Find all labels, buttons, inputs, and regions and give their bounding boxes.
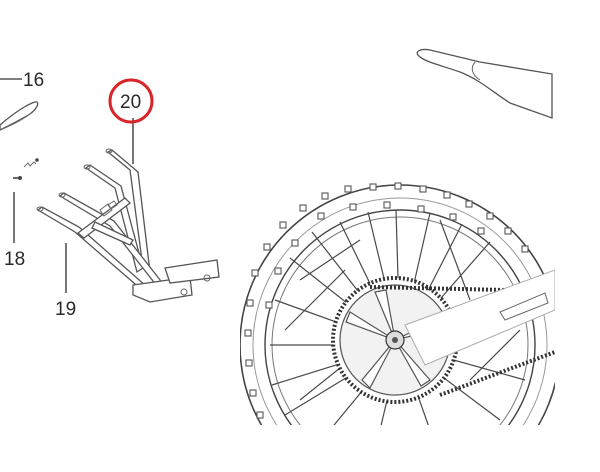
part-19-20-stand xyxy=(36,148,220,303)
callout-20: 20 xyxy=(108,78,154,164)
callout-label-20: 20 xyxy=(120,92,141,113)
callout-label-18: 18 xyxy=(4,249,25,270)
part-16-fender xyxy=(0,101,39,131)
callout-16: 16 xyxy=(0,70,44,91)
callout-19: 19 xyxy=(55,243,76,320)
callout-label-19: 19 xyxy=(55,299,76,320)
highlight-circle xyxy=(108,78,154,124)
part-18-bolts xyxy=(13,158,39,180)
callout-18: 18 xyxy=(4,192,25,270)
callout-label-16: 16 xyxy=(23,70,44,91)
rear-fender xyxy=(416,48,553,119)
rear-wheel xyxy=(240,182,555,425)
